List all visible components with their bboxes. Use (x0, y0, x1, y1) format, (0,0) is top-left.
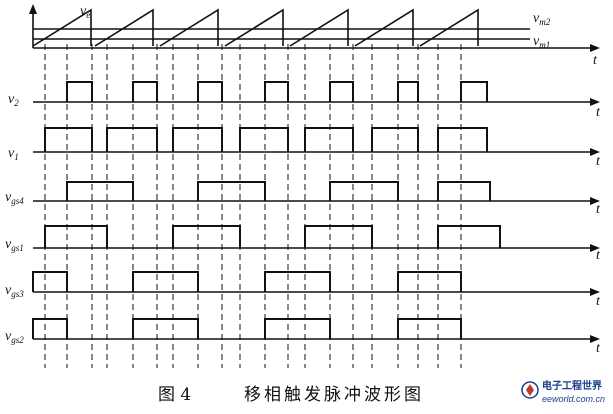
time-axes (29, 4, 600, 343)
vgs1-label: vgs1 (5, 237, 24, 253)
ve-label: ve (80, 4, 90, 20)
v2-trace (66, 81, 488, 102)
vgs4-axis-arrow (590, 197, 600, 205)
vm2-label: vm2 (533, 11, 551, 27)
v1-trace (44, 127, 488, 152)
vgs1-trace (44, 225, 501, 248)
waveform-traces (32, 8, 530, 339)
vgs1-time-label: t (596, 248, 601, 263)
watermark-title: 电子工程世界 (542, 379, 602, 392)
vgs3-trace (32, 271, 462, 292)
vgs2-trace (32, 318, 462, 339)
v1-time-label: t (596, 154, 601, 169)
v1-axis-arrow (590, 148, 600, 156)
vgs3-axis-arrow (590, 288, 600, 296)
figure-number: 图 4 (158, 385, 191, 405)
vgs2-time-label: t (596, 341, 601, 356)
watermark-diamond-icon (526, 384, 534, 396)
figure-caption: 移相触发脉冲波形图 (244, 385, 424, 405)
vgs4-label: vgs4 (5, 190, 24, 206)
vgs4-trace (66, 181, 491, 201)
vgs2-axis-arrow (590, 335, 600, 343)
v1-label: v1 (8, 146, 19, 162)
vgs3-label: vgs3 (5, 283, 24, 299)
vgs3-time-label: t (596, 294, 601, 309)
ve-sawtooth-trace (32, 8, 479, 47)
eeworld-watermark-logo: 电子工程世界 eeworld.com.cn (521, 379, 605, 404)
vgs2-label: vgs2 (5, 329, 24, 345)
vm1-label: vm1 (533, 34, 550, 50)
vgs1-axis-arrow (590, 244, 600, 252)
ve-vertical-axis-arrow (29, 4, 37, 14)
top-panel-axis-arrow (590, 44, 600, 52)
v2-label: v2 (8, 92, 19, 108)
top-time-label: t (593, 53, 598, 68)
v2-time-label: t (596, 105, 601, 120)
v2-axis-arrow (590, 98, 600, 106)
vgs4-time-label: t (596, 202, 601, 217)
watermark-url: eeworld.com.cn (542, 394, 605, 404)
watermark-ring-icon (521, 381, 539, 399)
